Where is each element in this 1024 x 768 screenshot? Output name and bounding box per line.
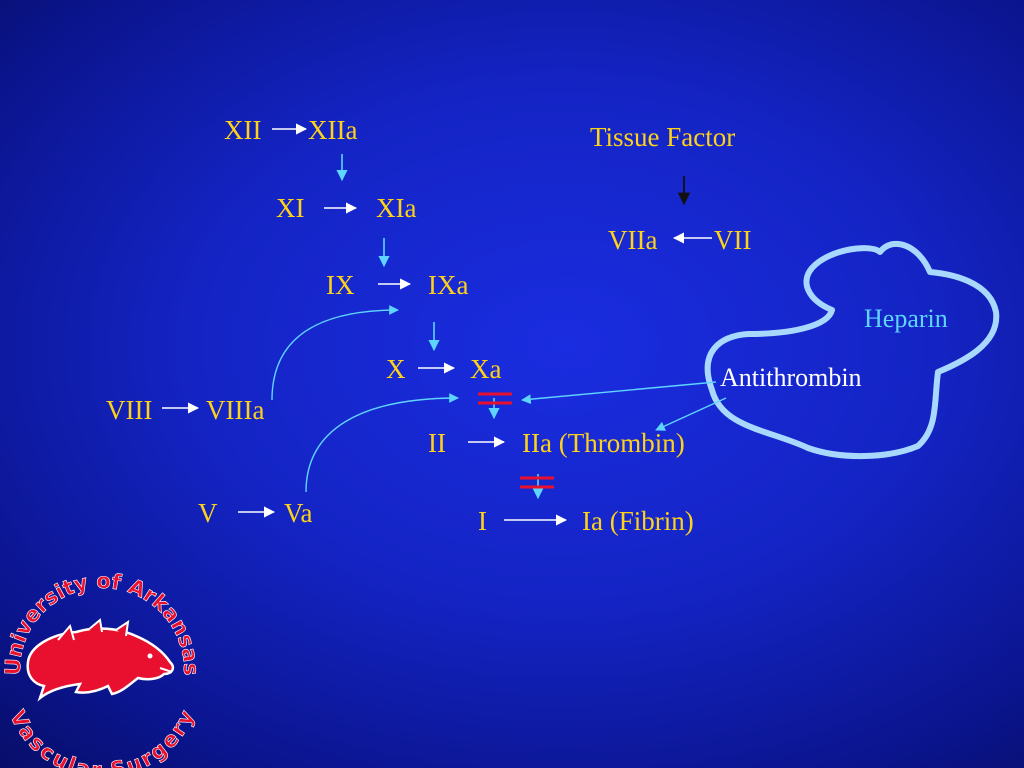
curve-viiia-ixa [271,305,399,401]
factor-xiia: XIIa [308,115,358,145]
factor-xi: XI [276,193,305,223]
factor-ix: IX [326,270,355,300]
razorback-hog-icon [26,618,175,702]
line-antithrombin-xa [521,381,717,405]
line-antithrombin-iia [655,397,727,431]
factor-xia: XIa [376,193,417,223]
antithrombin-label: Antithrombin [720,363,862,392]
factor-ii: II [428,428,446,458]
inhibition-mark-iia [520,476,554,489]
factor-vii: VII [714,225,752,255]
factor-viiia: VIIIa [206,395,265,425]
factor-xii: XII [224,115,262,145]
factor-ixa: IXa [428,270,469,300]
university-logo: University of Arkansas Vascular Surgery [0,569,203,768]
factor-v: V [198,498,218,528]
factor-i: I [478,506,487,536]
heparin-label: Heparin [864,304,948,333]
factor-viii: VIII [106,395,153,425]
factor-ia-fibrin: Ia (Fibrin) [582,506,694,536]
factor-x: X [386,354,406,384]
factor-viia: VIIa [608,225,658,255]
inhibition-mark-xa [478,392,512,405]
factor-va: Va [284,498,313,528]
factor-iia-thrombin: IIa (Thrombin) [522,428,685,458]
heparin-outline [704,240,1000,460]
factor-xa: Xa [470,354,502,384]
tissue-factor: Tissue Factor [590,122,736,152]
logo-bottom-text: Vascular Surgery [5,706,199,768]
curve-va-xa [305,393,459,493]
